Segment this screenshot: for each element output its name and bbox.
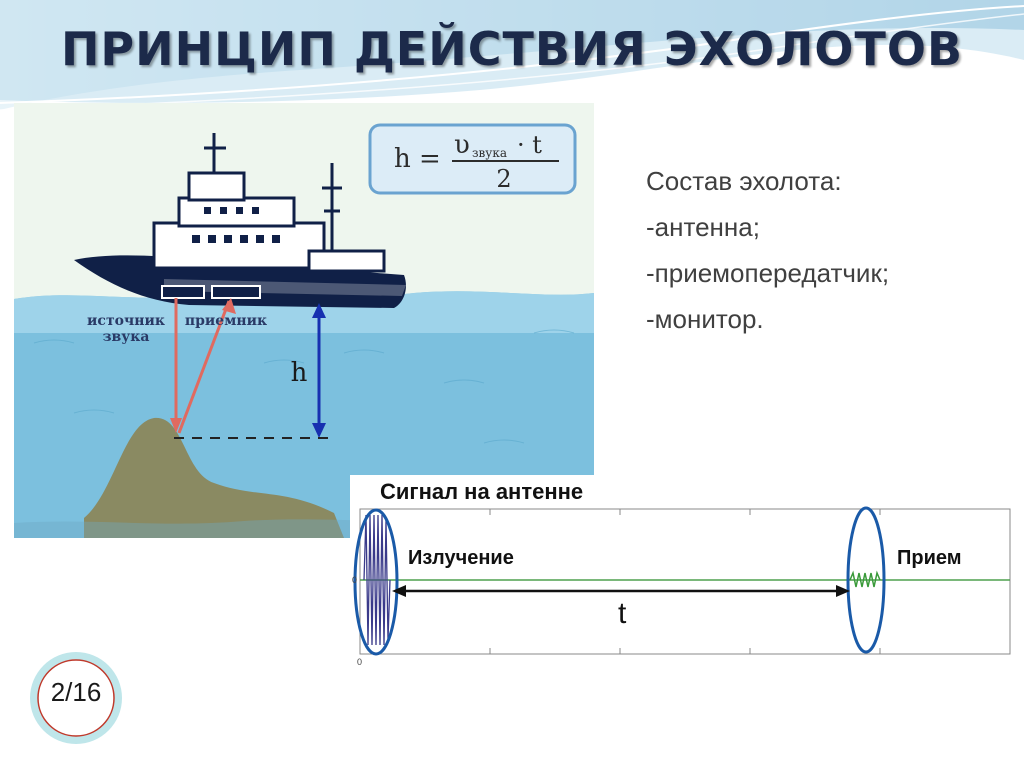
signal-title: Сигнал на антенне [380, 479, 584, 504]
reception-ellipse [846, 506, 886, 654]
axis-x-zero: 0 [357, 657, 362, 667]
composition-item-antenna: -антенна; [646, 212, 760, 242]
formula-denominator: 2 [496, 165, 511, 193]
composition-heading: Состав эхолота: [646, 166, 842, 196]
label-depth: h [291, 358, 308, 388]
formula-lhs: h = [394, 144, 441, 174]
slide-title: ПРИНЦИП ДЕЙСТВИЯ ЭХОЛОТОВ [60, 22, 964, 76]
page-indicator: 2/16 [50, 677, 102, 707]
composition-item-monitor: -монитор. [646, 304, 764, 334]
page-badge [30, 652, 122, 744]
header-wave-decoration [0, 0, 1024, 111]
axis-y-zero: 0 [352, 575, 357, 585]
formula-numerator-sub: звука [472, 146, 507, 160]
echo-sounder-illustration: источник звука приемник h h = υ звука · … [14, 103, 594, 538]
time-label: t [618, 597, 627, 630]
formula-numerator-symbol: υ [454, 130, 470, 160]
depth-formula: h = υ звука · t 2 [368, 123, 577, 195]
emission-label: Излучение [408, 547, 514, 569]
composition-list: Состав эхолота: -антенна; -приемопередат… [646, 158, 889, 342]
reception-label: Прием [897, 547, 962, 569]
label-source-line1: источник [87, 313, 165, 329]
emission-ellipse [353, 508, 399, 656]
label-source-line2: звука [103, 329, 150, 345]
formula-numerator-rest: · t [517, 131, 542, 159]
composition-item-transceiver: -приемопередатчик; [646, 258, 890, 288]
label-receiver: приемник [185, 313, 267, 329]
antenna-signal-panel: 0 0 Сигнал на антенне Излучение Прием t [350, 475, 1014, 670]
signal-plot: 0 0 [352, 506, 1011, 667]
